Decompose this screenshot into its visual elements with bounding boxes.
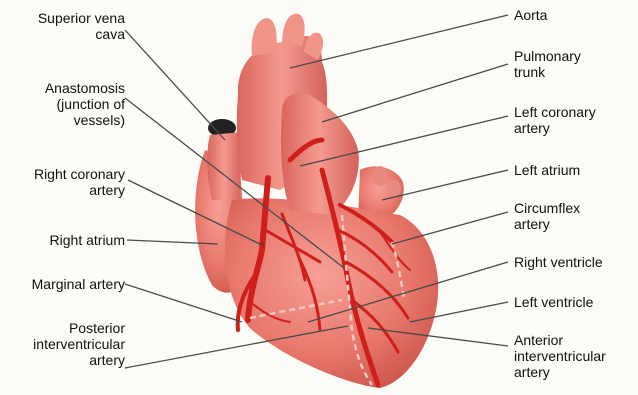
label-line: Left atrium bbox=[514, 162, 580, 178]
label-line: artery bbox=[514, 120, 596, 136]
label-anterior-interventricular-artery: Anterior interventricular artery bbox=[514, 332, 606, 380]
label-line: interventricular bbox=[514, 348, 606, 364]
label-line: Anastomosis bbox=[45, 80, 125, 96]
label-right-atrium: Right atrium bbox=[50, 232, 125, 248]
label-line: Aorta bbox=[514, 7, 547, 23]
label-left-ventricle: Left ventricle bbox=[514, 294, 593, 310]
label-line: cava bbox=[38, 26, 125, 42]
label-line: artery bbox=[514, 364, 606, 380]
label-line: Anterior bbox=[514, 332, 606, 348]
label-line: Circumflex bbox=[514, 200, 580, 216]
label-line: Left ventricle bbox=[514, 294, 593, 310]
label-line: Superior vena bbox=[38, 10, 125, 26]
label-line: Posterior bbox=[33, 320, 125, 336]
label-marginal-artery: Marginal artery bbox=[32, 276, 125, 292]
label-line: Marginal artery bbox=[32, 276, 125, 292]
label-line: Left coronary bbox=[514, 104, 596, 120]
label-pulmonary-trunk: Pulmonary trunk bbox=[514, 48, 581, 80]
label-line: Pulmonary bbox=[514, 48, 581, 64]
label-left-coronary-artery: Left coronary artery bbox=[514, 104, 596, 136]
pulmonary-vein-stub bbox=[372, 166, 388, 186]
label-line: Right ventricle bbox=[514, 254, 603, 270]
label-line: vessels) bbox=[45, 112, 125, 128]
label-superior-vena-cava: Superior vena cava bbox=[38, 10, 125, 42]
label-line: artery bbox=[33, 352, 125, 368]
label-circumflex-artery: Circumflex artery bbox=[514, 200, 580, 232]
pulmonary-vein-stub-2 bbox=[387, 180, 401, 196]
label-line: trunk bbox=[514, 64, 581, 80]
pulmonary-trunk-shape bbox=[281, 93, 359, 215]
label-line: (junction of bbox=[45, 96, 125, 112]
label-line: artery bbox=[514, 216, 580, 232]
label-right-ventricle: Right ventricle bbox=[514, 254, 603, 270]
label-posterior-interventricular-artery: Posterior interventricular artery bbox=[33, 320, 125, 368]
label-line: artery bbox=[34, 182, 125, 198]
aortic-branch-1 bbox=[252, 18, 277, 56]
label-right-coronary-artery: Right coronary artery bbox=[34, 166, 125, 198]
aortic-branch-2 bbox=[282, 14, 305, 46]
label-line: Right atrium bbox=[50, 232, 125, 248]
label-anastomosis: Anastomosis (junction of vessels) bbox=[45, 80, 125, 128]
label-aorta: Aorta bbox=[514, 7, 547, 23]
label-left-atrium: Left atrium bbox=[514, 162, 580, 178]
label-line: interventricular bbox=[33, 336, 125, 352]
label-line: Right coronary bbox=[34, 166, 125, 182]
